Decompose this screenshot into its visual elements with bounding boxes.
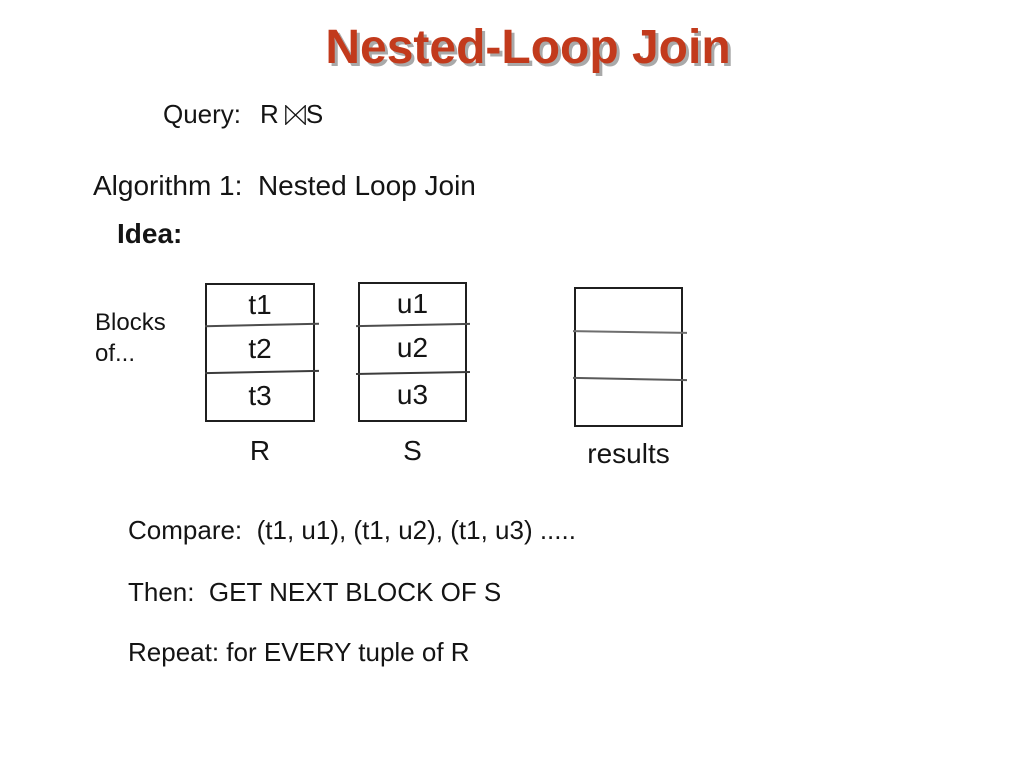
table-cell: t2 xyxy=(248,332,272,364)
relation-table-s: u1 u2 u3 xyxy=(355,282,471,422)
table-caption-s: S xyxy=(403,435,422,466)
relation-table-r: t1 t2 t3 xyxy=(204,283,320,422)
table-caption-results: results xyxy=(587,438,670,469)
table-cell xyxy=(576,289,681,329)
table-cell: t3 xyxy=(248,380,272,411)
natural-join-icon xyxy=(284,103,306,129)
slide-title: Nested-Loop Join xyxy=(325,21,731,74)
note-compare: Compare: (t1, u1), (t1, u2), (t1, u3) ..… xyxy=(128,515,576,545)
query-label: Query: xyxy=(163,99,242,129)
table-cell xyxy=(576,329,681,376)
table-cell: u3 xyxy=(396,379,429,410)
note-repeat: Repeat: for EVERY tuple of R xyxy=(128,637,470,667)
note-then: Then: GET NEXT BLOCK OF S xyxy=(128,577,502,607)
query-right-relation: S xyxy=(305,99,324,129)
algorithm-heading: Algorithm 1: Nested Loop Join xyxy=(93,170,476,201)
table-cell: u2 xyxy=(396,331,429,363)
blocks-of-label: Blocks of... xyxy=(95,309,166,367)
idea-label: Idea: xyxy=(117,218,183,249)
table-cell xyxy=(576,376,681,424)
query-left-relation: R xyxy=(260,99,279,129)
table-cell: t1 xyxy=(248,289,272,320)
results-table xyxy=(572,287,688,427)
table-caption-r: R xyxy=(249,435,271,466)
table-cell: u1 xyxy=(396,288,429,319)
